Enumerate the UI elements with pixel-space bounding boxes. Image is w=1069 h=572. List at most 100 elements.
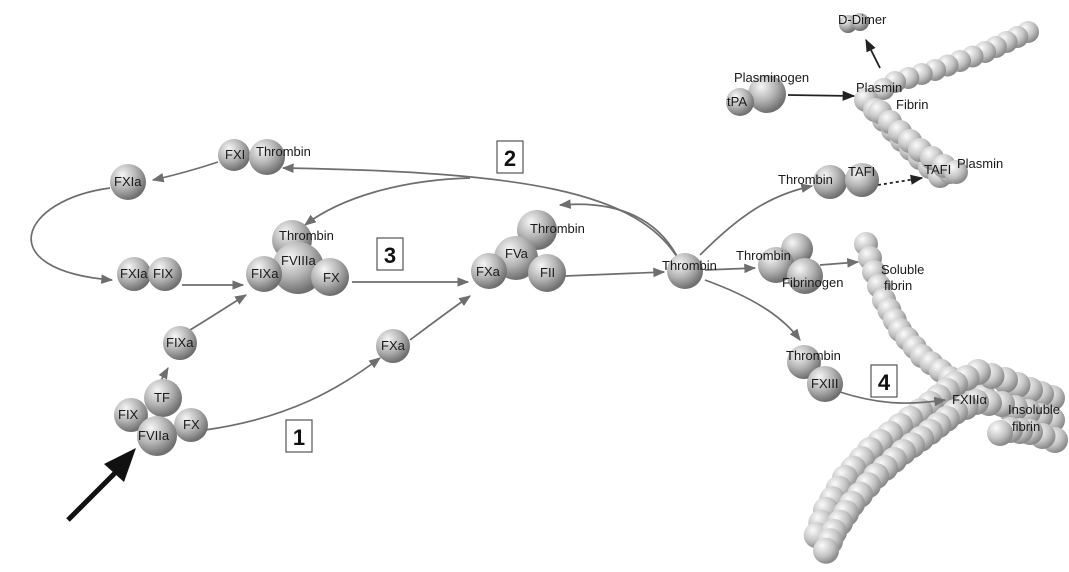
fixa-sphere <box>246 256 282 292</box>
arrow-thrombin-to-fibrinogen <box>704 263 757 274</box>
label-insoluble: Insoluble <box>1008 402 1060 417</box>
step-markers: 1 2 3 4 <box>285 140 898 453</box>
label-thrombin-fxi: Thrombin <box>256 144 311 159</box>
arrow-tpa-to-plasmin <box>787 90 856 101</box>
arrow-fxia-loop <box>30 187 114 284</box>
label-fibrin-top: Fibrin <box>896 97 929 112</box>
label-soluble: Soluble <box>881 262 924 277</box>
step-label-2: 2 <box>504 146 516 171</box>
arrow-tafi-activation <box>877 174 924 186</box>
step-label-3: 3 <box>384 243 396 268</box>
fxa-sphere <box>471 253 507 289</box>
label-tafi-active: TAFI <box>924 162 951 177</box>
label-tpa: tPA <box>727 94 747 109</box>
label-fxi: FXI <box>225 147 245 162</box>
step-box-3 <box>376 237 404 271</box>
fxia-sphere <box>117 257 151 291</box>
label-fxa-mid: FXa <box>381 338 406 353</box>
arrow-fixa-to-tenase <box>189 294 248 331</box>
arrow-prothrombinase-to-thrombin <box>564 267 666 278</box>
arrow-thrombin-to-prothrombinase <box>558 199 681 263</box>
arrow-fxa-to-prothrombinase <box>409 295 471 341</box>
label-fix-init: FIX <box>118 407 139 422</box>
initiation-arrow <box>66 466 122 522</box>
fix-sphere <box>114 398 148 432</box>
step-box-2 <box>496 140 524 174</box>
fxia-sphere <box>110 164 146 200</box>
fixa-sphere <box>163 326 197 360</box>
arrow-init-to-fxa <box>204 357 381 431</box>
fibrin-sphere <box>813 537 839 564</box>
label-tf: TF <box>154 390 170 405</box>
arrow-fxiii-to-fxiiia <box>839 391 947 407</box>
plasminogen-sphere <box>748 75 786 113</box>
label-plasminogen: Plasminogen <box>734 70 809 85</box>
label-thrombin-fxiii: Thrombin <box>786 348 841 363</box>
tf-sphere <box>144 379 182 417</box>
arrow-thrombin-to-fxiii <box>704 279 801 341</box>
arrow-thrombin-to-tenase <box>304 177 471 226</box>
step-box-4 <box>870 364 898 398</box>
label-fixa-mid: FIXa <box>166 335 194 350</box>
fii-sphere <box>528 254 566 292</box>
fx-sphere <box>311 258 349 296</box>
label-thrombin-tenase: Thrombin <box>279 228 334 243</box>
label-fx-tenase: FX <box>323 270 340 285</box>
label-soluble-fibrin: fibrin <box>884 278 912 293</box>
fviia-sphere <box>137 416 177 456</box>
label-fviiia: FVIIIa <box>281 253 316 268</box>
step-label-4: 4 <box>878 370 891 395</box>
label-thrombin-tafi: Thrombin <box>778 172 833 187</box>
thrombin-sphere <box>813 165 847 199</box>
insoluble-fibrin-strand <box>803 359 1068 564</box>
arrow-thrombin-to-tafi <box>699 183 814 256</box>
fxi-sphere <box>218 139 250 171</box>
fxa-sphere <box>376 329 410 363</box>
label-fva: FVa <box>505 246 529 261</box>
arrow-plasmin-to-ddimer <box>865 38 881 69</box>
label-thrombin-center: Thrombin <box>662 258 717 273</box>
label-fxia-mid: FXIa <box>120 266 148 281</box>
label-fxia-top: FXIa <box>114 174 142 189</box>
thrombin-sphere <box>249 139 285 175</box>
label-insoluble-fibrin: fibrin <box>1012 419 1040 434</box>
fibrin-strand-top <box>854 21 1039 188</box>
fibrin-sphere <box>944 160 968 184</box>
thrombin-central-sphere <box>667 253 703 289</box>
fibrin-sphere <box>872 78 895 100</box>
step-label-1: 1 <box>293 425 305 450</box>
arrow-thrombin-loop-fxi <box>281 163 681 263</box>
d-dimer-sphere <box>851 13 869 31</box>
tpa-sphere <box>726 88 754 116</box>
step-box-1 <box>285 419 313 453</box>
arrow-fxi-to-fxia <box>151 161 219 183</box>
label-fxa-pro: FXa <box>476 264 501 279</box>
initiation-arrowhead <box>104 448 136 482</box>
thrombin-sphere <box>787 345 821 379</box>
label-fixa-tenase: FIXa <box>251 266 279 281</box>
label-plasmin-top: Plasmin <box>856 80 902 95</box>
pathway-arrows <box>30 38 947 522</box>
label-plasmin-right: Plasmin <box>957 156 1003 171</box>
molecules <box>110 13 879 456</box>
molecule-labels: D-Dimer Plasminogen tPA Plasmin Fibrin F… <box>114 12 1060 443</box>
fx-sphere <box>174 408 208 442</box>
label-fxiiia: FXIIIα <box>952 392 987 407</box>
label-fx-init: FX <box>183 417 200 432</box>
tafi-sphere <box>845 163 879 197</box>
label-thrombin-fib: Thrombin <box>736 248 791 263</box>
fix-sphere <box>148 257 182 291</box>
fxiii-sphere <box>807 366 843 402</box>
arrow-fibrinogen-to-soluble <box>819 258 860 268</box>
fibrinogen-sphere <box>787 258 823 294</box>
label-fxiii: FXIII <box>811 376 838 391</box>
fibrinogen-sphere <box>758 247 794 283</box>
label-tafi: TAFI <box>848 164 875 179</box>
label-thrombin-pro: Thrombin <box>530 221 585 236</box>
label-fii: FII <box>540 265 555 280</box>
label-fix-mid: FIX <box>153 266 174 281</box>
label-fibrinogen: Fibrinogen <box>782 275 843 290</box>
fviiia-sphere <box>272 242 324 294</box>
label-fviia: FVIIa <box>138 428 170 443</box>
